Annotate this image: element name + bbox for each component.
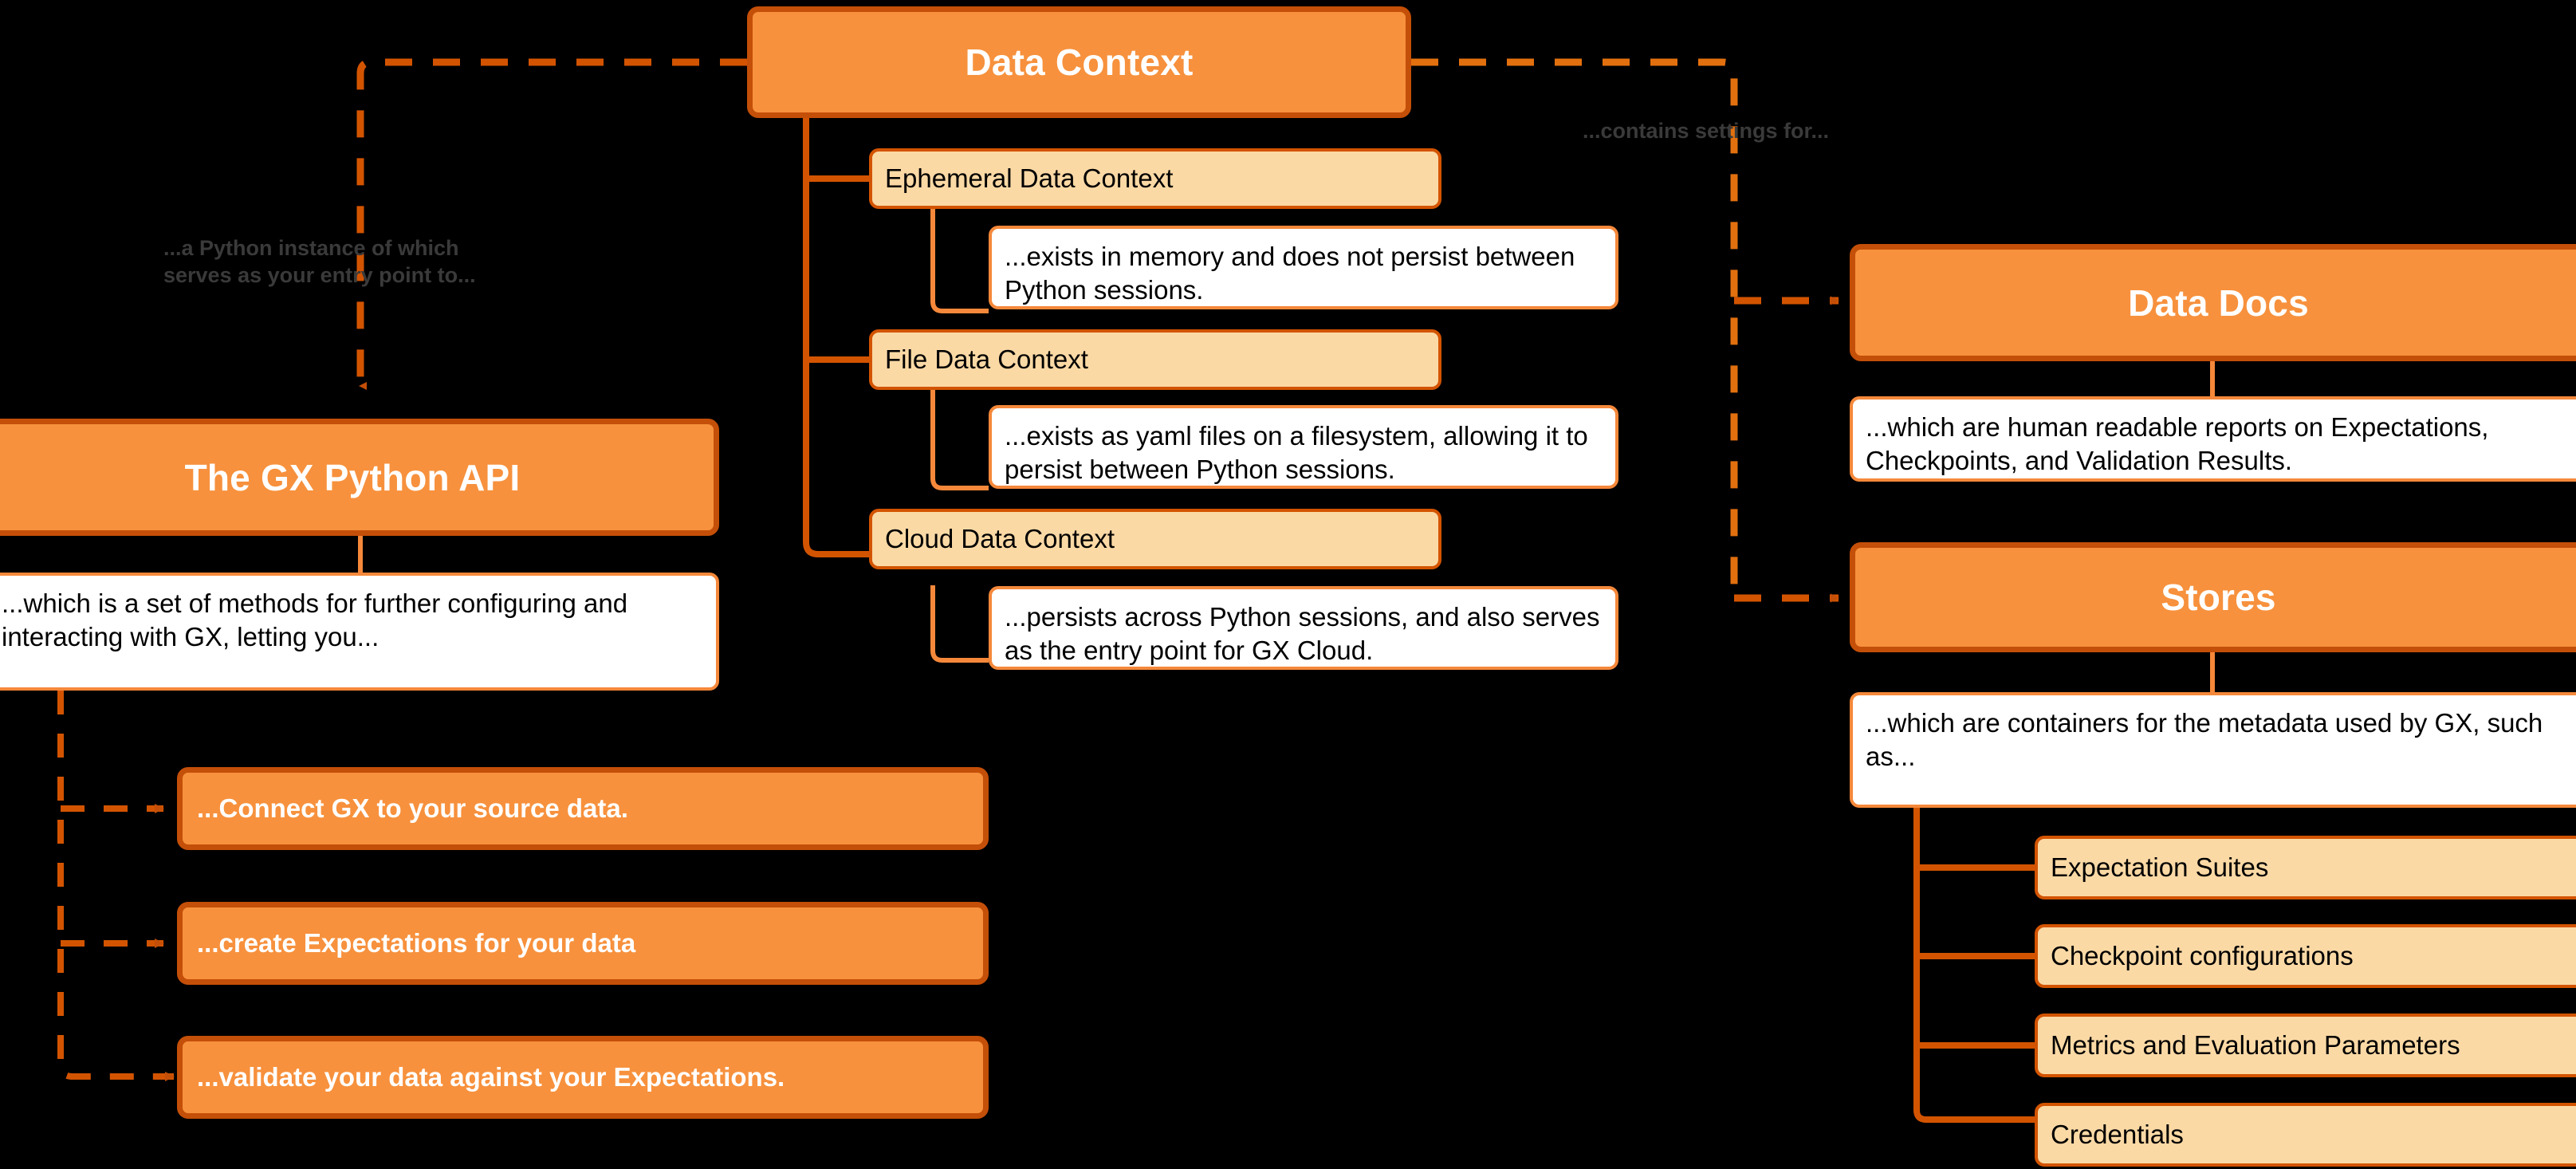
note-gx-python-api: ...which is a set of methods for further… — [0, 573, 719, 691]
edge-datacontext-to-python-api — [356, 58, 747, 390]
note-ephemeral-text: ...exists in memory and does not persist… — [1005, 242, 1575, 305]
node-ephemeral-data-context[interactable]: Ephemeral Data Context — [869, 148, 1441, 209]
note-file-data-context: ...exists as yaml files on a filesystem,… — [989, 405, 1618, 489]
node-file-data-context-label: File Data Context — [885, 344, 1088, 374]
node-action-connect-label: ...Connect GX to your source data. — [197, 793, 628, 823]
node-metrics-and-evaluation-parameters[interactable]: Metrics and Evaluation Parameters — [2035, 1014, 2576, 1077]
node-data-docs[interactable]: Data Docs — [1850, 244, 2576, 361]
note-file-text: ...exists as yaml files on a filesystem,… — [1005, 421, 1588, 485]
node-credentials[interactable]: Credentials — [2035, 1103, 2576, 1167]
note-gx-python-api-text: ...which is a set of methods for further… — [2, 588, 628, 652]
node-data-context-label: Data Context — [965, 41, 1194, 83]
node-stores-label: Stores — [2161, 577, 2276, 618]
edge-datacontext-trunk-vertical — [803, 118, 869, 557]
node-action-create-expectations[interactable]: ...create Expectations for your data — [177, 902, 989, 985]
note-cloud-data-context: ...persists across Python sessions, and … — [989, 586, 1618, 670]
note-cloud-text: ...persists across Python sessions, and … — [1005, 602, 1600, 666]
node-data-docs-label: Data Docs — [2128, 281, 2309, 324]
node-data-context[interactable]: Data Context — [747, 6, 1411, 118]
node-stores[interactable]: Stores — [1850, 542, 2576, 652]
node-ephemeral-data-context-label: Ephemeral Data Context — [885, 163, 1174, 193]
note-data-docs: ...which are human readable reports on E… — [1850, 396, 2576, 482]
node-credentials-label: Credentials — [2051, 1120, 2184, 1149]
edge-label-to-python-api: ...a Python instance of which serves as … — [163, 236, 476, 287]
node-cloud-data-context-label: Cloud Data Context — [885, 524, 1115, 553]
node-gx-python-api-label: The GX Python API — [184, 456, 521, 498]
edge-file-to-note — [930, 390, 989, 490]
note-stores-text: ...which are containers for the metadata… — [1866, 708, 2543, 772]
edge-stores-children-trunk — [1913, 807, 2035, 1123]
node-action-connect[interactable]: ...Connect GX to your source data. — [177, 767, 989, 850]
node-checkpoint-configurations-label: Checkpoint configurations — [2051, 941, 2354, 970]
note-stores: ...which are containers for the metadata… — [1850, 692, 2576, 808]
node-file-data-context[interactable]: File Data Context — [869, 329, 1441, 390]
node-expectation-suites[interactable]: Expectation Suites — [2035, 836, 2576, 899]
edge-api-note-trunk — [57, 691, 163, 1080]
note-ephemeral-data-context: ...exists in memory and does not persist… — [989, 226, 1618, 309]
node-action-create-expectations-label: ...create Expectations for your data — [197, 928, 636, 958]
note-data-docs-text: ...which are human readable reports on E… — [1866, 412, 2489, 476]
node-action-validate-label: ...validate your data against your Expec… — [197, 1062, 785, 1092]
node-expectation-suites-label: Expectation Suites — [2051, 852, 2269, 882]
node-cloud-data-context[interactable]: Cloud Data Context — [869, 509, 1441, 569]
edge-label-contains-settings: ...contains settings for... — [1583, 119, 1830, 143]
node-action-validate[interactable]: ...validate your data against your Expec… — [177, 1036, 989, 1119]
node-checkpoint-configurations[interactable]: Checkpoint configurations — [2035, 924, 2576, 988]
node-metrics-and-evaluation-parameters-label: Metrics and Evaluation Parameters — [2051, 1030, 2460, 1060]
edge-ephemeral-to-note — [930, 209, 989, 313]
edge-cloud-to-note — [930, 585, 989, 663]
node-gx-python-api[interactable]: The GX Python API — [0, 419, 719, 536]
